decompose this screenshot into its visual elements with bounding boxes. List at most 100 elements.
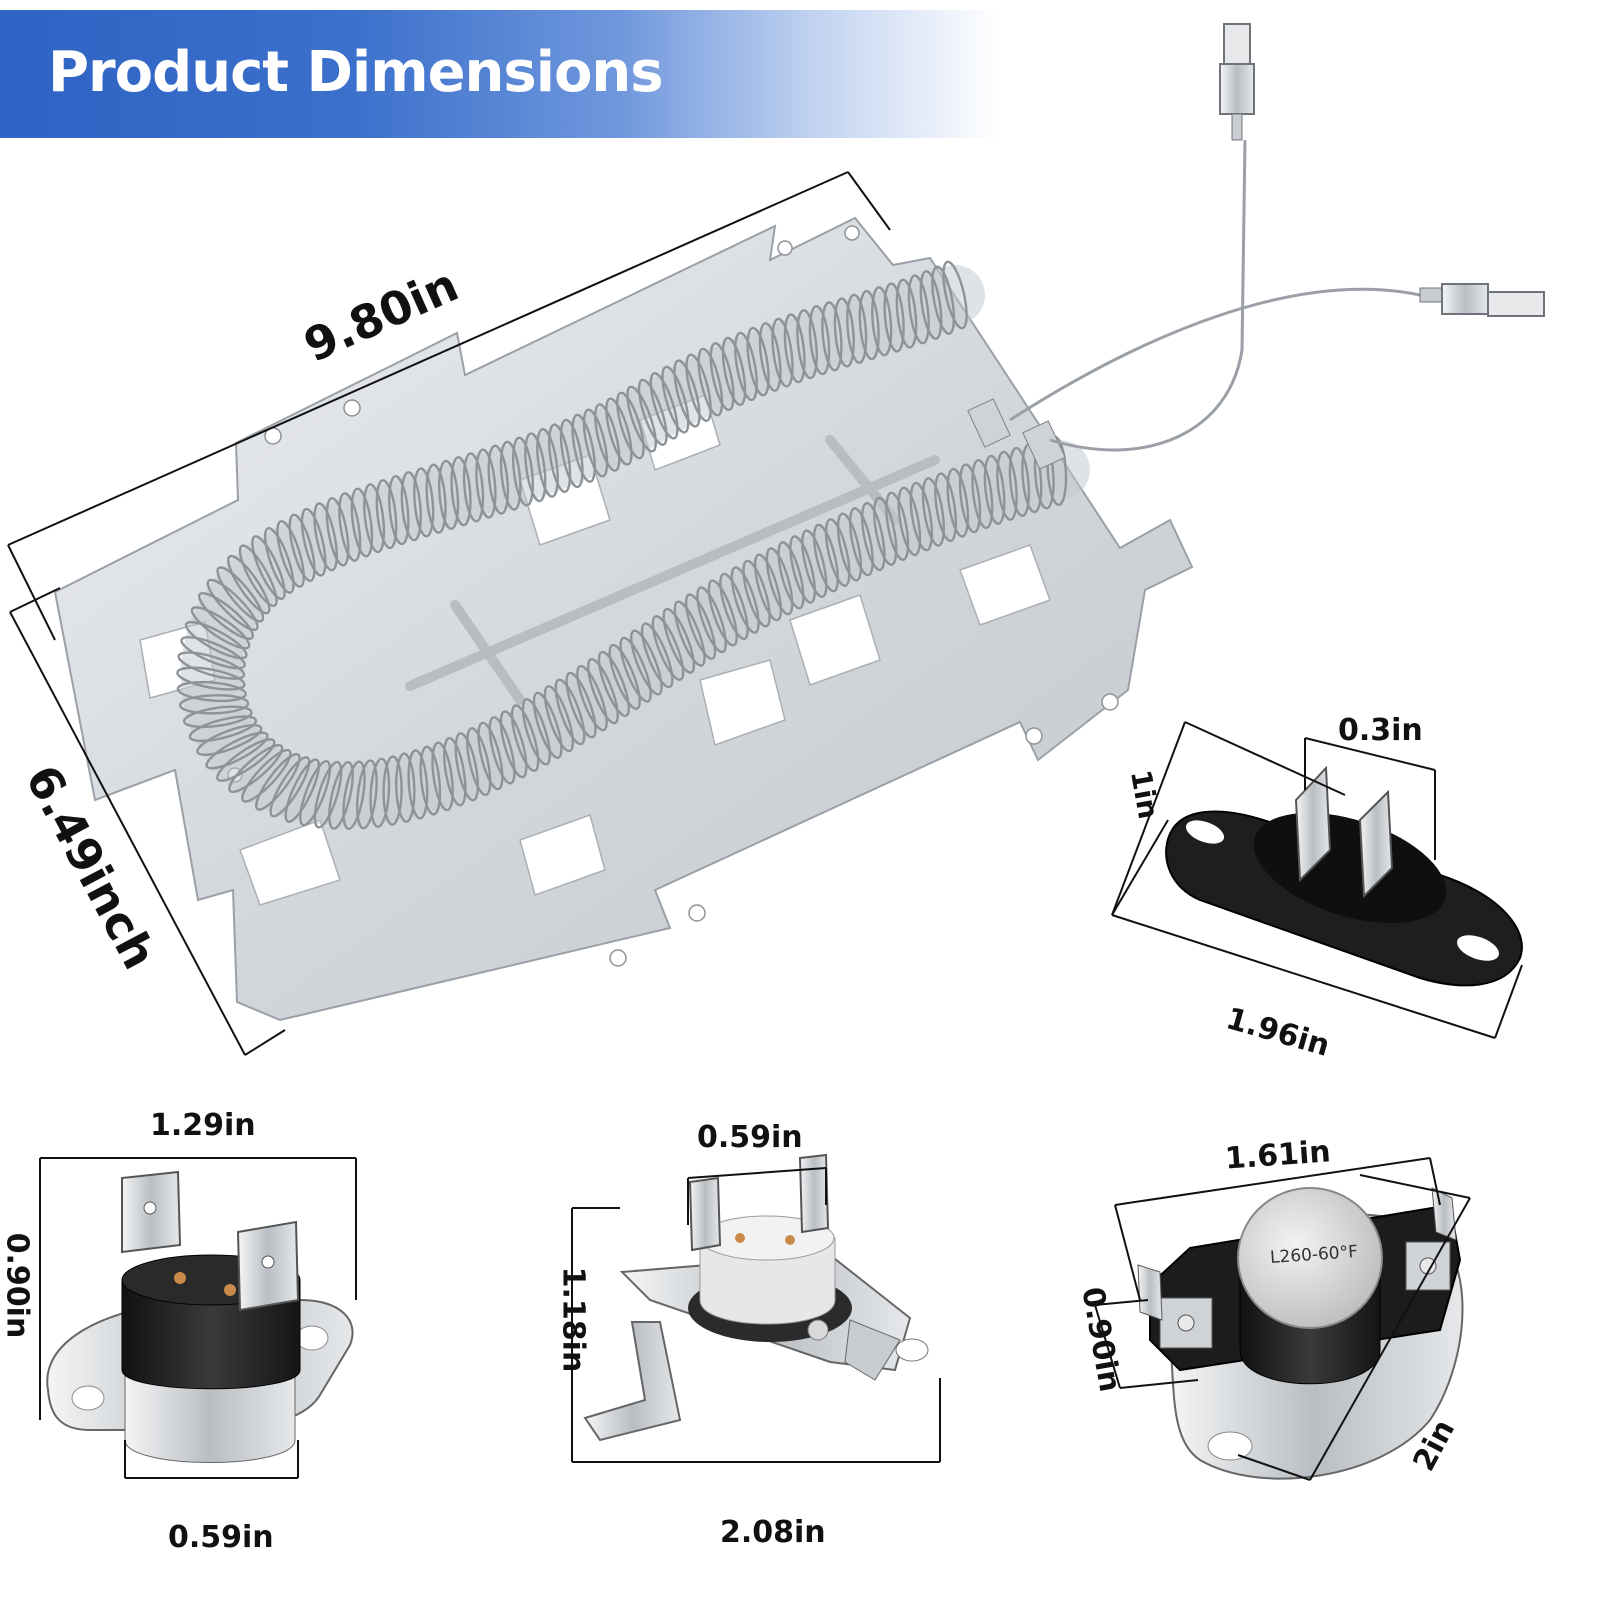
thermostat-small	[39, 1157, 357, 1479]
coil-loop	[697, 347, 724, 417]
coil-loop	[824, 518, 851, 587]
coil-loop	[684, 593, 717, 660]
coil-loop	[363, 483, 386, 554]
coil-loop	[350, 487, 374, 558]
coil-loop	[996, 450, 1018, 521]
coil-loop	[419, 745, 442, 816]
coil-loop	[205, 731, 269, 770]
thermostat-small-dimension-lines	[39, 1157, 357, 1479]
coil-loop	[313, 502, 338, 572]
heater-dimension-lines	[7, 171, 891, 1056]
small-thermostat-height-label: 0.90in	[0, 1232, 35, 1339]
lead-wire	[1009, 287, 1421, 422]
coil-loop	[438, 459, 460, 530]
coil-loop	[619, 636, 652, 703]
coil-loop	[846, 293, 868, 364]
coil-loop	[197, 592, 255, 640]
coil-loop	[808, 305, 831, 376]
terminal-gap-label: 0.3in	[1338, 713, 1423, 748]
plate-holes	[227, 225, 1119, 967]
coil-loop	[178, 694, 250, 715]
coil-loop	[796, 309, 818, 380]
coil-loop	[833, 297, 855, 368]
coil-loop	[897, 486, 922, 557]
coil-loop	[946, 467, 970, 538]
coil-loop	[919, 270, 943, 340]
coil-loop	[931, 265, 956, 335]
coil-loop	[263, 526, 295, 594]
coil-loop	[571, 413, 596, 483]
thermostat-top-right-dimension-lines	[1111, 721, 1523, 1039]
coil-loop	[510, 704, 540, 772]
coil-loop	[673, 359, 701, 428]
coil-loop	[883, 282, 905, 353]
coil-loop	[176, 680, 247, 703]
coil-loop	[730, 566, 760, 634]
coil-loop	[836, 512, 863, 582]
coil-loop	[649, 372, 679, 440]
coil-loop	[395, 752, 416, 823]
coil-loop	[971, 459, 994, 530]
coil-loop	[958, 463, 982, 534]
coil-loop	[771, 317, 794, 388]
coil-loop	[661, 365, 690, 434]
coil-loop	[499, 440, 522, 511]
coil-loop	[582, 408, 609, 478]
coil-loop	[369, 757, 391, 828]
coil-loop	[475, 448, 497, 519]
coil-loop	[487, 444, 510, 515]
coil-loop	[355, 759, 378, 830]
wire-connector-right	[1419, 283, 1545, 317]
coil-loop	[673, 600, 706, 667]
coil-loop	[443, 736, 467, 807]
coil-loop	[651, 615, 685, 681]
coil-loop	[454, 732, 480, 802]
coil-loop	[753, 553, 783, 622]
coil-loop	[251, 535, 286, 601]
coil-loop	[709, 342, 735, 412]
coil-loop	[342, 760, 366, 831]
coil-loop	[255, 752, 301, 811]
coil-loop	[407, 749, 429, 820]
coil-loop	[227, 554, 271, 615]
small-thermostat-width-label: 1.29in	[150, 1108, 256, 1143]
coil-loop	[605, 397, 633, 466]
hi-limit-thermostat-dimension-lines	[1094, 1157, 1471, 1481]
coil-loop	[777, 541, 805, 610]
coil-loop	[909, 481, 934, 552]
coil-loop	[216, 738, 276, 782]
coil-loop	[450, 456, 472, 527]
coil-loop	[662, 607, 696, 674]
coil-loop	[576, 664, 608, 732]
coil-loop	[765, 547, 794, 616]
coil-loop	[511, 436, 535, 507]
coil-loop	[269, 756, 311, 818]
fuse-width-label: 2.08in	[720, 1515, 826, 1550]
coil-loop	[325, 497, 350, 567]
fuse-terminal-width-label: 0.59in	[697, 1120, 803, 1155]
coil-loop	[313, 760, 343, 829]
coil-loop	[184, 620, 248, 660]
coil-loop	[597, 650, 630, 718]
coil-loop	[488, 716, 516, 785]
coil-loop	[746, 326, 770, 397]
coil-loop	[182, 705, 253, 729]
coil-loop	[895, 278, 918, 349]
coil-loop	[413, 467, 435, 538]
coil-loop	[554, 678, 586, 746]
coil-loop	[789, 535, 816, 604]
coil-loop	[565, 671, 597, 739]
coil-loop	[907, 274, 930, 345]
coil-loop	[300, 507, 327, 577]
coil-loop	[543, 685, 575, 753]
coil-loop	[338, 492, 362, 562]
fuse-height-label: 1.18in	[555, 1266, 591, 1373]
coil-loop	[524, 432, 547, 503]
coil-loop	[521, 698, 551, 766]
coil-loop	[190, 606, 251, 650]
coil-loop	[801, 529, 828, 598]
coil-loop	[288, 513, 316, 582]
coil-loop	[685, 353, 712, 422]
coil-terminal	[1022, 420, 1066, 470]
coil-loop	[299, 759, 332, 827]
